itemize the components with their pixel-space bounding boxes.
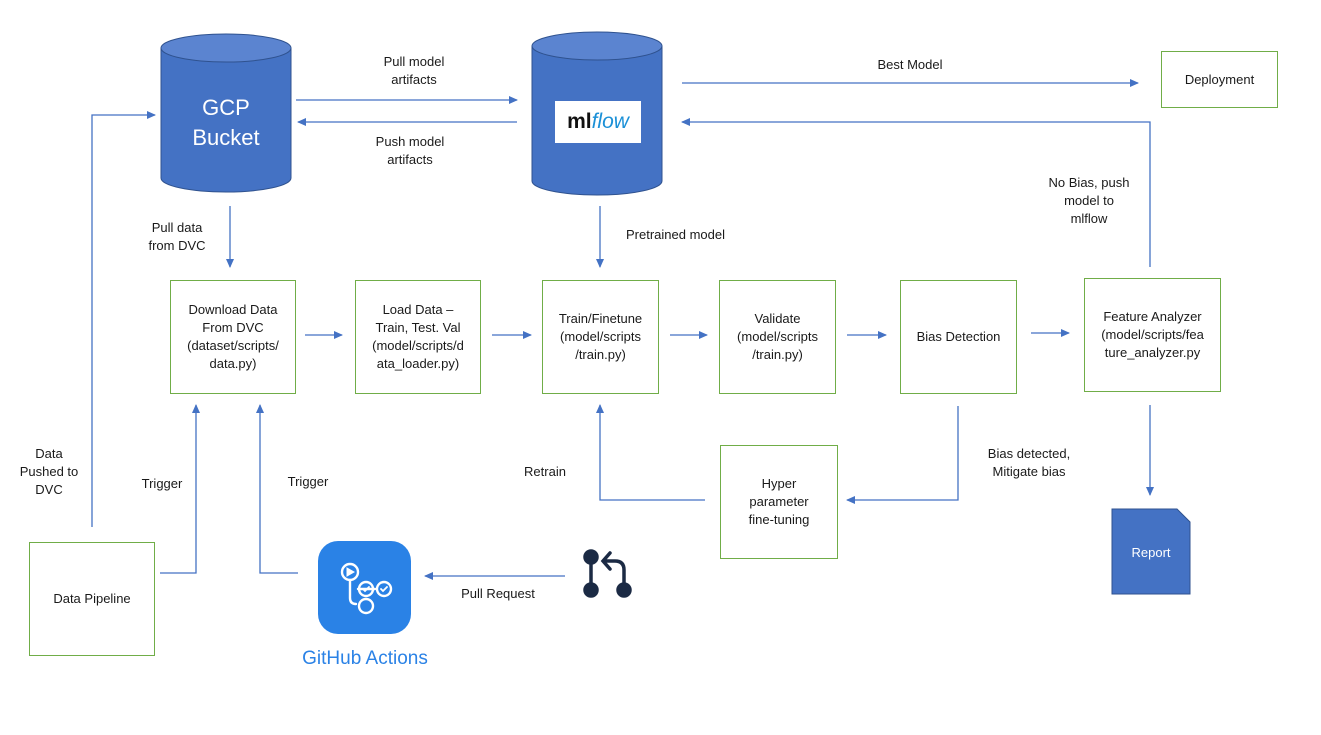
mlflow-logo-flow: flow bbox=[591, 110, 629, 133]
download-data-box: Download Data From DVC (dataset/scripts/… bbox=[170, 280, 296, 394]
gcp-bucket-label: GCP Bucket bbox=[192, 95, 260, 150]
arrow-bias-to-hyper bbox=[846, 406, 959, 504]
label-trigger-right: Trigger bbox=[287, 474, 329, 489]
deployment-box: Deployment bbox=[1161, 51, 1278, 108]
validate-box: Validate (model/scripts /train.py) bbox=[719, 280, 836, 394]
label-pull-model-artifacts: Pull model artifacts bbox=[383, 54, 445, 87]
label-pretrained-model: Pretrained model bbox=[626, 227, 725, 242]
arrow-data-pushed bbox=[91, 111, 156, 527]
hyperparameter-box: Hyper parameter fine-tuning bbox=[720, 445, 838, 559]
report-label: Report bbox=[1131, 545, 1171, 560]
pull-request-icon bbox=[583, 549, 632, 598]
label-push-model-artifacts: Push model artifacts bbox=[375, 134, 445, 167]
github-actions-icon bbox=[318, 541, 411, 634]
label-no-bias-push: No Bias, push model to mlflow bbox=[1048, 175, 1130, 226]
bias-detection-box: Bias Detection bbox=[900, 280, 1017, 394]
train-finetune-box: Train/Finetune (model/scripts /train.py) bbox=[542, 280, 659, 394]
github-actions-label: GitHub Actions bbox=[302, 648, 428, 669]
arrow-retrain bbox=[596, 404, 705, 501]
label-trigger-left: Trigger bbox=[141, 476, 183, 491]
label-data-pushed-to-dvc: Data Pushed to DVC bbox=[19, 446, 79, 497]
label-best-model: Best Model bbox=[877, 57, 943, 72]
label-pull-data-from-dvc: Pull data from DVC bbox=[148, 220, 206, 253]
label-retrain: Retrain bbox=[524, 464, 566, 479]
label-bias-detected: Bias detected, Mitigate bias bbox=[987, 446, 1071, 479]
mlflow-logo-ml: ml bbox=[567, 110, 592, 133]
data-pipeline-box: Data Pipeline bbox=[29, 542, 155, 656]
feature-analyzer-box: Feature Analyzer (model/scripts/fea ture… bbox=[1084, 278, 1221, 392]
label-pull-request: Pull Request bbox=[461, 586, 535, 601]
load-data-box: Load Data – Train, Test. Val (model/scri… bbox=[355, 280, 481, 394]
